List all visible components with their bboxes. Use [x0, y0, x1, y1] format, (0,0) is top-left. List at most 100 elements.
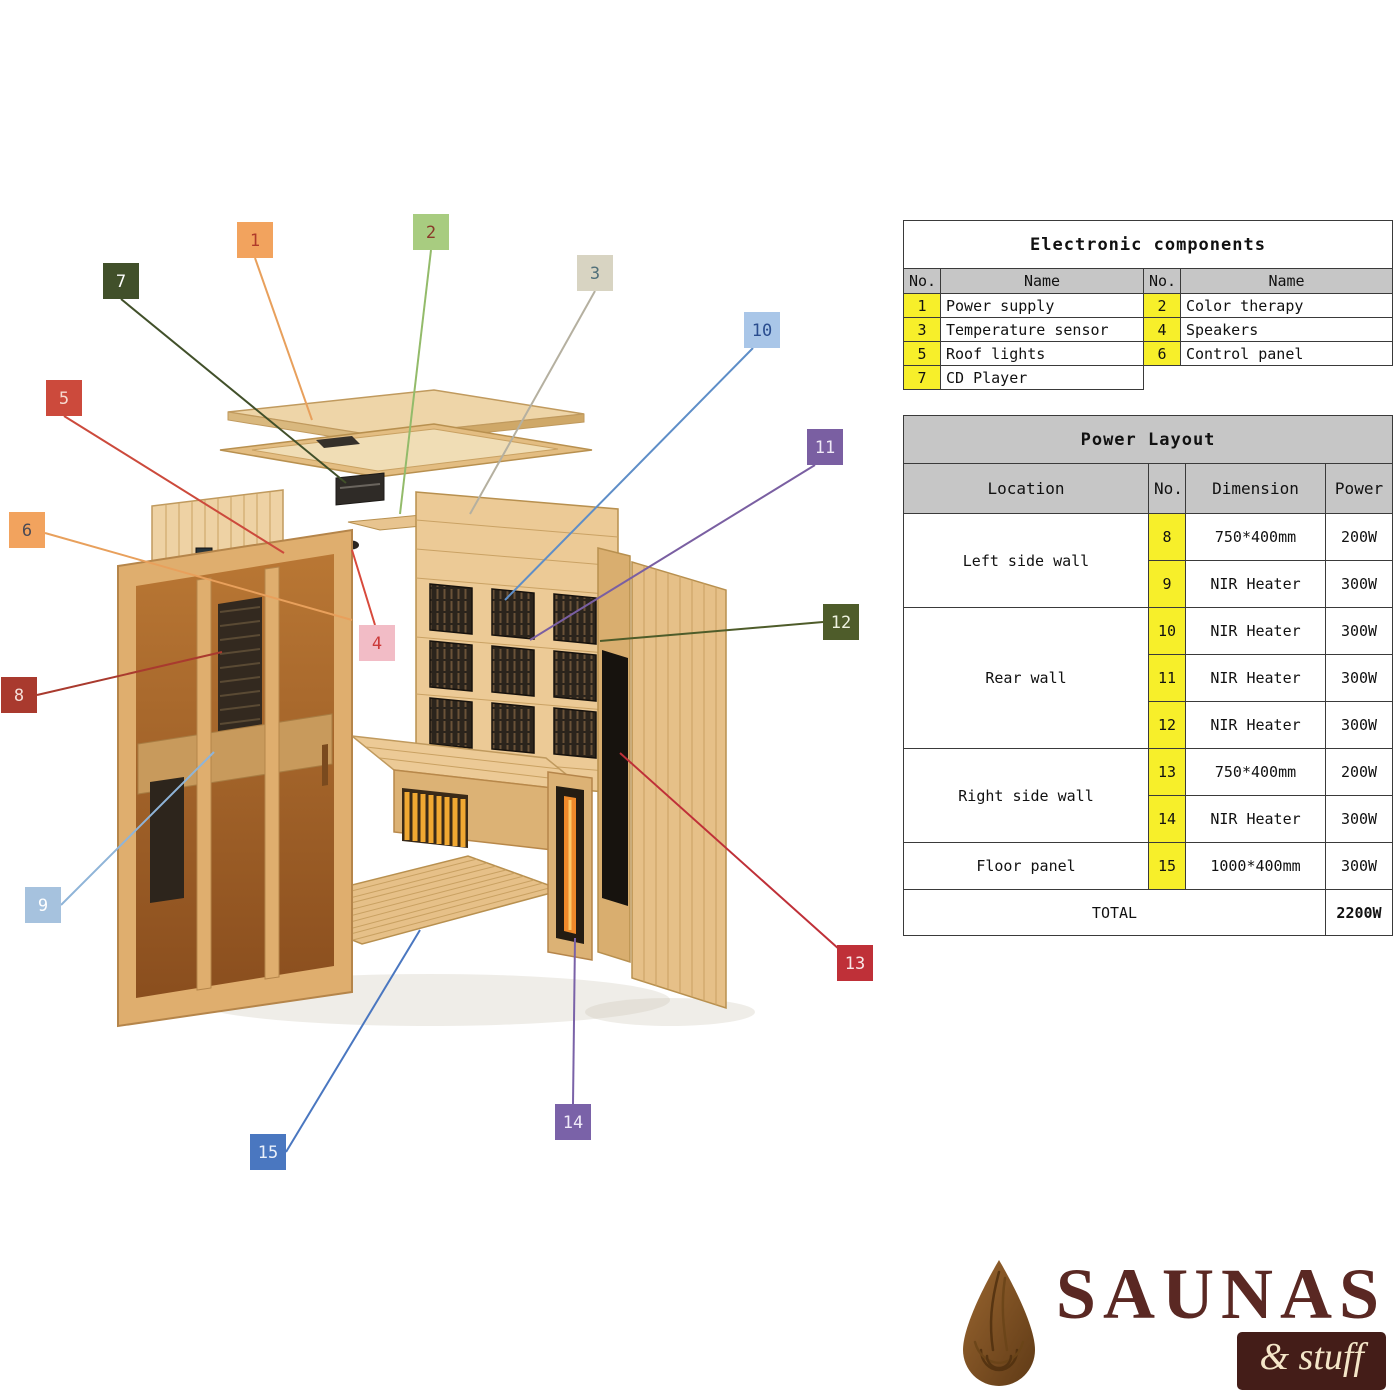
brand-logo: SAUNAS & stuff: [958, 1258, 1386, 1390]
leader-line-9: [60, 751, 215, 906]
location-cell: Left side wall: [903, 513, 1149, 608]
leader-line-13: [619, 752, 841, 951]
leader-line-11: [529, 464, 816, 641]
table-row: Floor panel 15 1000*400mm 300W: [903, 842, 1394, 890]
leader-line-15: [285, 929, 421, 1153]
table-row: 7 CD Player: [903, 365, 1393, 390]
svg-text:2: 2: [426, 223, 436, 243]
col-header-no: No.: [1148, 463, 1186, 514]
col-header-dimension: Dimension: [1185, 463, 1326, 514]
power-layout-table: Power Layout Location No. Dimension Powe…: [902, 415, 1394, 936]
power-cell: 200W: [1324, 748, 1394, 796]
table-row: 9 NIR Heater 300W: [904, 560, 1394, 608]
total-label: TOTAL: [903, 889, 1326, 936]
diagram-label-5: 5: [46, 380, 82, 416]
svg-text:5: 5: [59, 389, 69, 409]
heater-no: 13: [1148, 748, 1186, 796]
interior-dark-corner: [150, 777, 184, 903]
brand-tagline: & stuff: [1237, 1332, 1386, 1390]
component-name: Roof lights: [940, 341, 1144, 366]
roof-vent: [316, 436, 360, 448]
dimension-cell: 750*400mm: [1185, 513, 1326, 561]
diagram-label-4: 4: [359, 625, 395, 661]
table-row: Rear wall 10 NIR Heater 300W: [903, 607, 1394, 749]
dimension-cell: NIR Heater: [1185, 701, 1326, 749]
col-header-power: Power: [1324, 463, 1394, 514]
col-header-name: Name: [940, 268, 1144, 294]
roof-panels: [219, 389, 593, 478]
heater-no: 9: [1148, 560, 1186, 608]
svg-text:12: 12: [831, 613, 851, 633]
dimension-cell: NIR Heater: [1185, 654, 1326, 702]
table-row: Right side wall 13 750*400mm 200W: [903, 748, 1394, 843]
component-no: 7: [903, 365, 941, 390]
right-side-panels: [597, 547, 727, 1010]
diagram-label-2: 2: [413, 214, 449, 250]
table-title: Electronic components: [903, 220, 1393, 269]
diagram-label-6: 6: [9, 512, 45, 548]
heater-no: 8: [1148, 513, 1186, 561]
svg-text:8: 8: [14, 686, 24, 706]
bench-slats: [365, 746, 575, 782]
door-handle: [322, 744, 328, 786]
table-row: 14 NIR Heater 300W: [904, 795, 1394, 843]
door-mullion: [196, 577, 212, 991]
component-no: 5: [903, 341, 941, 366]
svg-text:11: 11: [815, 438, 835, 458]
power-cell: 200W: [1324, 513, 1394, 561]
heater-no: 12: [1148, 701, 1186, 749]
bench-heater-window: [402, 788, 468, 848]
empty-cell: [1180, 365, 1393, 390]
dimension-cell: NIR Heater: [1185, 560, 1326, 608]
diagram-label-14: 14: [555, 1104, 591, 1140]
heater-no: 14: [1148, 795, 1186, 843]
floor-slats: [276, 858, 554, 941]
vertical-heater-strip: [602, 650, 628, 906]
front-heater: [547, 771, 593, 961]
diagram-label-8: 8: [1, 677, 37, 713]
svg-text:3: 3: [590, 264, 600, 284]
heater-no: 11: [1148, 654, 1186, 702]
dimension-cell: NIR Heater: [1185, 607, 1326, 655]
component-name: Color therapy: [1180, 293, 1393, 318]
component-name: Power supply: [940, 293, 1144, 318]
svg-text:13: 13: [845, 954, 865, 974]
component-name: Temperature sensor: [940, 317, 1144, 342]
leader-line-6: [44, 532, 353, 621]
diagram-label-7: 7: [103, 263, 139, 299]
power-cell: 300W: [1324, 560, 1394, 608]
col-header-name: Name: [1180, 268, 1393, 294]
sauna-exploded-view: 1 2 3 4 5 6 7 8: [1, 214, 873, 1170]
door-heater-slats: [219, 606, 261, 739]
dimension-cell: 1000*400mm: [1185, 842, 1326, 890]
leader-line-7: [120, 298, 347, 484]
power-cell: 300W: [1324, 607, 1394, 655]
component-no: 3: [903, 317, 941, 342]
component-name: Speakers: [1180, 317, 1393, 342]
nir-heater-grid: [429, 583, 597, 759]
leader-line-3: [469, 290, 596, 515]
leader-line-2: [399, 249, 432, 515]
diagram-label-13: 13: [837, 945, 873, 981]
power-cell: 300W: [1324, 701, 1394, 749]
col-header-location: Location: [903, 463, 1149, 514]
rear-wall: [415, 491, 619, 794]
bench-heater-glow: [404, 792, 466, 847]
diagram-label-11: 11: [807, 429, 843, 465]
door-heater-panel: [218, 597, 262, 747]
door-mullion: [264, 566, 280, 980]
diagram-label-15: 15: [250, 1134, 286, 1170]
dimension-cell: NIR Heater: [1185, 795, 1326, 843]
component-no: 6: [1143, 341, 1181, 366]
control-box: [335, 472, 385, 506]
table-row: 1 Power supply 2 Color therapy: [903, 293, 1393, 318]
leader-line-14: [572, 937, 576, 1105]
col-header-no: No.: [903, 268, 941, 294]
leader-lines: [36, 249, 841, 1153]
electronic-components-table: Electronic components No. Name No. Name …: [903, 220, 1393, 390]
diagram-labels: 1 2 3 4 5 6 7 8: [1, 214, 873, 1170]
component-name: Control panel: [1180, 341, 1393, 366]
svg-text:15: 15: [258, 1143, 278, 1163]
heater-no: 15: [1148, 842, 1186, 890]
power-cell: 300W: [1324, 795, 1394, 843]
